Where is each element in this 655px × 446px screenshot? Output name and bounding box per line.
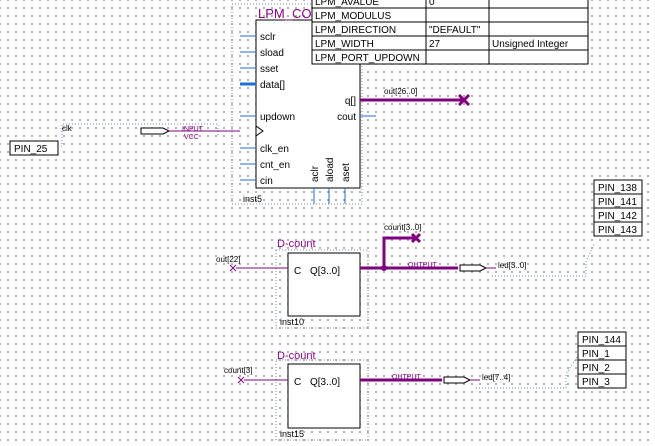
dcount2-port-q: Q[3..0] (310, 377, 340, 388)
port-label-cout: cout (337, 112, 356, 123)
clk-assignment-line (58, 123, 219, 147)
port-label-data: data[] (260, 80, 285, 91)
param-name: LPM_MODULUS (315, 11, 391, 22)
port-label-aload: aload (325, 158, 336, 182)
pin-label[interactable]: PIN_143 (598, 225, 637, 236)
dcount2-output-pin-symbol[interactable] (443, 376, 472, 384)
dcount2-title: D-count (277, 350, 316, 362)
param-table-frame (311, 0, 589, 65)
pin-label[interactable]: PIN_2 (582, 363, 610, 374)
junction-dot (381, 265, 387, 271)
param-name: LPM_PORT_UPDOWN (315, 53, 420, 64)
port-label-q: q[] (345, 96, 356, 107)
port-label-sload: sload (260, 48, 284, 59)
clock-triangle-icon (255, 125, 264, 137)
dcount1-body[interactable] (287, 252, 361, 317)
pin-label[interactable]: PIN_141 (598, 197, 637, 208)
param-name: LPM_AVALUE (315, 0, 379, 8)
param-name: LPM_DIRECTION (315, 25, 396, 36)
dcount2-led-label: led[7..4] (482, 373, 510, 382)
pin-label[interactable]: PIN_144 (582, 335, 621, 346)
clk-input-pin-symbol[interactable] (140, 127, 171, 135)
port-label-sclr: sclr (260, 32, 276, 43)
dcount2-input-net: count[3] (224, 366, 252, 375)
param-value: 27 (429, 39, 441, 50)
param-type: Unsigned Integer (492, 39, 569, 50)
dcount2-instance: inst15 (280, 429, 304, 439)
vcc-text: VCC (184, 134, 199, 141)
pin-assignment-group-1[interactable]: PIN_138 PIN_141 PIN_142 PIN_143 (593, 179, 643, 237)
dcount-block-1[interactable]: D-count C Q[3..0] inst10 (275, 238, 369, 329)
pin-box-pin25[interactable] (9, 140, 59, 156)
pin-assignment-group-2[interactable]: PIN_144 PIN_1 PIN_2 PIN_3 (577, 331, 627, 389)
port-label-aclr: aclr (310, 165, 321, 182)
port-label-cin: cin (260, 176, 273, 187)
param-value: "DEFAULT" (429, 25, 481, 36)
led1-assignment-line (492, 243, 595, 277)
lpm-block-title: LPM_CO (258, 6, 311, 21)
param-name: LPM_WIDTH (315, 39, 374, 50)
dcount1-outline (275, 249, 369, 329)
led2-assignment-line (476, 355, 579, 389)
lpm-instance-label: inst5 (243, 194, 262, 204)
pin-label[interactable]: PIN_142 (598, 211, 637, 222)
pin-label[interactable]: PIN_3 (582, 377, 610, 388)
q-bus-net-label: out[26..0] (384, 87, 417, 96)
dcount1-input-x-icon (229, 264, 237, 272)
dcount2-port-c: C (294, 377, 301, 388)
dcount-block-2[interactable]: D-count C Q[3..0] inst15 (275, 350, 369, 441)
dcount1-output-net: count[3..0] (384, 223, 421, 232)
dcount2-output-text: OUTPUT (392, 374, 422, 381)
dcount1-port-c: C (294, 266, 301, 277)
port-label-sset: sset (260, 64, 279, 75)
dcount1-branch-bus[interactable] (382, 236, 416, 268)
input-text: INPUT (182, 126, 204, 133)
dcount2-outline (275, 359, 369, 441)
port-label-clk-en: clk_en (260, 144, 289, 155)
dcount1-instance: inst10 (280, 317, 304, 327)
port-label-updown: updown (260, 112, 295, 123)
dcount1-output-text: OUTPUT (408, 262, 438, 269)
dcount2-input-x-icon (237, 376, 245, 384)
dcount1-input-net: out[22] (216, 255, 240, 264)
dcount1-output-pin-symbol[interactable] (459, 264, 488, 272)
pin-label[interactable]: PIN_138 (598, 183, 637, 194)
no-connect-x-icon (457, 93, 471, 107)
pin-label-pin25: PIN_25 (14, 144, 48, 155)
pin-label[interactable]: PIN_1 (582, 349, 610, 360)
port-label-cnt-en: cnt_en (260, 160, 290, 171)
param-value: 0 (429, 0, 435, 8)
clk-net-label: clk (62, 124, 73, 133)
clock-input-section[interactable]: PIN_25 clk INPUT VCC (9, 123, 240, 156)
parameter-table[interactable]: LPM_AVALUE 0 LPM_MODULUS LPM_DIRECTION "… (311, 0, 589, 65)
dcount1-title: D-count (277, 238, 316, 250)
port-label-aset: aset (341, 163, 352, 182)
dcount1-branch-x-icon (410, 232, 422, 244)
dcount2-body[interactable] (287, 363, 361, 429)
dcount1-led-label: led[3..0] (498, 261, 526, 270)
dcount1-port-q: Q[3..0] (310, 266, 340, 277)
